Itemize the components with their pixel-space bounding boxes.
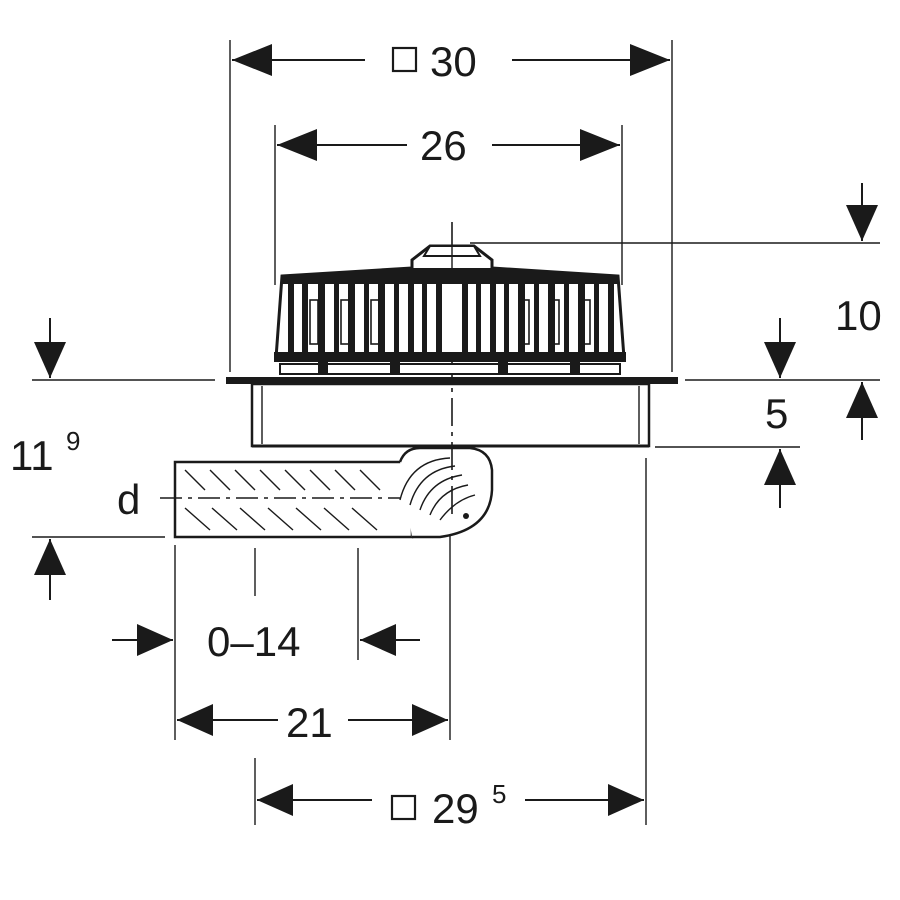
drain-body [160, 222, 678, 539]
dimension-label-5: 5 [765, 390, 788, 437]
dimension-outer-square: 30 [232, 38, 670, 85]
dimension-left-height: 11 9 [10, 318, 80, 600]
dimension-inner-width: 26 [277, 122, 620, 169]
dimension-adjust-range: 0–14 [112, 618, 420, 665]
dimension-label-29: 29 [432, 785, 479, 832]
dimension-flange-height: 5 [764, 318, 878, 508]
dimension-label-10: 10 [835, 292, 882, 339]
dimension-bottom-square: 29 5 [257, 779, 644, 832]
drain-housing [250, 382, 651, 448]
dimension-label-11-superscript: 9 [66, 426, 80, 456]
dimension-label-30: 30 [430, 38, 477, 85]
dimension-label-d: d [117, 476, 140, 523]
dimension-offset: 21 [177, 699, 448, 746]
dimension-height-top: 10 [835, 183, 882, 339]
dimension-label-11: 11 [10, 432, 54, 479]
pipe-elbow [398, 446, 494, 539]
square-symbol-bottom [390, 794, 417, 821]
dimension-diameter: d [117, 476, 140, 523]
dimension-label-29-superscript: 5 [492, 779, 506, 809]
dimension-label-0-14: 0–14 [207, 618, 300, 665]
extension-lines [32, 40, 880, 825]
dimension-label-26: 26 [420, 122, 467, 169]
outlet-pipe [160, 460, 414, 539]
square-symbol [391, 46, 418, 73]
dimension-label-21: 21 [286, 699, 333, 746]
leaf-guard-grate [274, 244, 626, 375]
